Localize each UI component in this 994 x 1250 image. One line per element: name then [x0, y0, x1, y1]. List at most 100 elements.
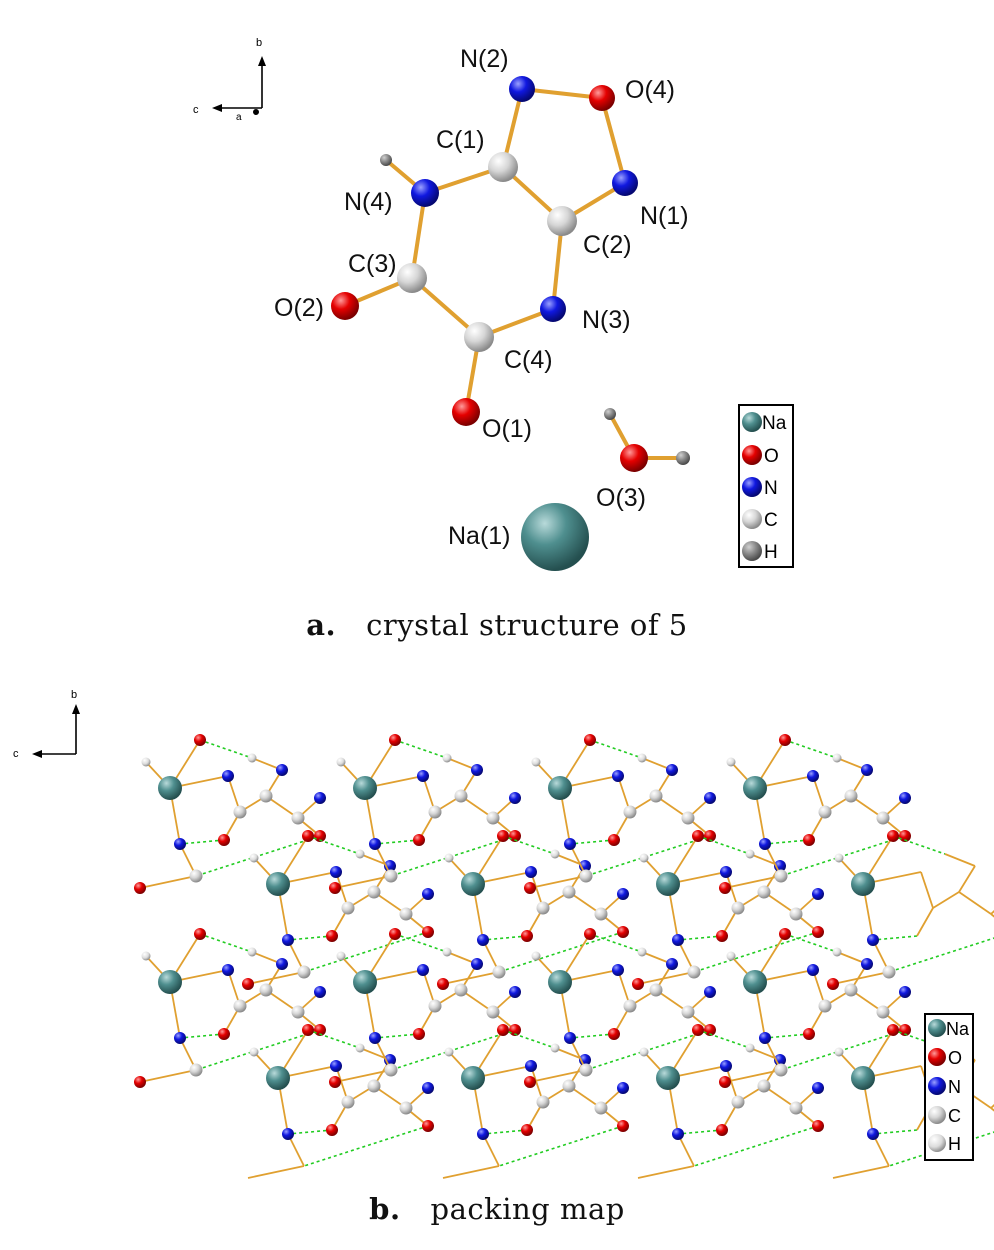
na-atom — [656, 872, 680, 896]
bond — [724, 875, 782, 889]
n-atom — [174, 1032, 186, 1044]
h-atom — [247, 753, 257, 763]
o-atom — [812, 926, 824, 938]
axis-indicator: b c a — [193, 37, 266, 123]
h-atom — [834, 1047, 844, 1057]
atom-label: N(1) — [640, 202, 689, 230]
hydrogen-bond — [693, 931, 819, 973]
h-atom — [550, 849, 560, 859]
c-atom — [562, 885, 576, 899]
o-atom — [134, 882, 146, 894]
c1-atom — [488, 152, 518, 182]
hydrogen-bond — [784, 933, 838, 953]
c-atom — [649, 789, 663, 803]
n-atom — [509, 792, 521, 804]
hydrogen-bond — [195, 1029, 321, 1071]
c-atom — [562, 1079, 576, 1093]
n-atom — [174, 838, 186, 850]
h-atom — [442, 753, 452, 763]
c-atom — [454, 789, 468, 803]
hydrogen-bond — [888, 1131, 994, 1167]
h-atom — [336, 951, 346, 961]
bond — [637, 1165, 695, 1179]
n-atom — [330, 1060, 342, 1072]
o-atom — [779, 734, 791, 746]
o-atom — [314, 1024, 326, 1036]
legend-n: N — [764, 478, 778, 499]
c-atom — [384, 1063, 398, 1077]
c-atom — [189, 1063, 203, 1077]
n-atom — [314, 792, 326, 804]
o-atom — [509, 830, 521, 842]
o-atom — [413, 1028, 425, 1040]
hydrogen-bond — [697, 1029, 751, 1049]
o-atom — [218, 834, 230, 846]
axis-a-label: a — [236, 112, 242, 123]
c-atom — [757, 1079, 771, 1093]
caption-b-text: packing map — [430, 1192, 625, 1226]
o-atom — [329, 1076, 341, 1088]
na-atom — [158, 970, 182, 994]
o-atom — [422, 926, 434, 938]
atom-label: C(3) — [348, 250, 397, 278]
o-atom — [389, 928, 401, 940]
n1-atom — [612, 170, 638, 196]
axis-b-label: b — [256, 37, 262, 49]
bond — [932, 891, 960, 909]
o-atom — [719, 882, 731, 894]
n-atom — [704, 792, 716, 804]
crystal-structure-diagram: b c a — [193, 37, 794, 571]
na1-atom — [521, 503, 589, 571]
bond — [247, 1165, 305, 1179]
o-atom — [899, 830, 911, 842]
h-atom — [550, 1043, 560, 1053]
c-atom — [233, 999, 247, 1013]
o-atom — [716, 930, 728, 942]
h-atom — [745, 1043, 755, 1053]
hydrogen-bond — [394, 933, 448, 953]
bond — [832, 971, 890, 985]
c2-atom — [547, 206, 577, 236]
legend: Na O N C H — [924, 1013, 974, 1161]
n-atom — [617, 888, 629, 900]
na-atom — [158, 776, 182, 800]
o-atom — [329, 882, 341, 894]
hydrogen-bond — [199, 739, 253, 759]
o-atom — [389, 734, 401, 746]
c-atom — [454, 983, 468, 997]
h-atom — [355, 849, 365, 859]
axis-c-label: c — [13, 748, 19, 760]
c4-atom — [464, 322, 494, 352]
h-atom — [444, 1047, 454, 1057]
atom-label: O(3) — [596, 484, 646, 512]
n-atom — [471, 764, 483, 776]
n2-atom — [509, 76, 535, 102]
c-atom — [818, 999, 832, 1013]
atom-label: O(4) — [625, 76, 675, 104]
c-atom — [486, 1005, 500, 1019]
n-atom — [477, 1128, 489, 1140]
n-atom — [812, 1082, 824, 1094]
o-atom — [314, 830, 326, 842]
n-atom — [612, 770, 624, 782]
n-atom — [807, 770, 819, 782]
n-atom — [720, 866, 732, 878]
packing-map-diagram: b c Na O N C H — [13, 689, 994, 1179]
na-atom — [266, 872, 290, 896]
hydrogen-bond — [390, 835, 516, 877]
o-atom — [779, 928, 791, 940]
na-atom — [851, 872, 875, 896]
o-atom — [521, 930, 533, 942]
o-atom — [524, 882, 536, 894]
o-atom — [218, 1028, 230, 1040]
c-atom — [789, 1101, 803, 1115]
c-atom — [731, 1095, 745, 1109]
hydrogen-bond — [585, 1029, 711, 1071]
c-atom — [594, 1101, 608, 1115]
hydrogen-bond — [697, 835, 751, 855]
c-atom — [341, 901, 355, 915]
h-atom — [834, 853, 844, 863]
o-atom — [521, 1124, 533, 1136]
na-atom — [461, 1066, 485, 1090]
n-atom — [282, 934, 294, 946]
